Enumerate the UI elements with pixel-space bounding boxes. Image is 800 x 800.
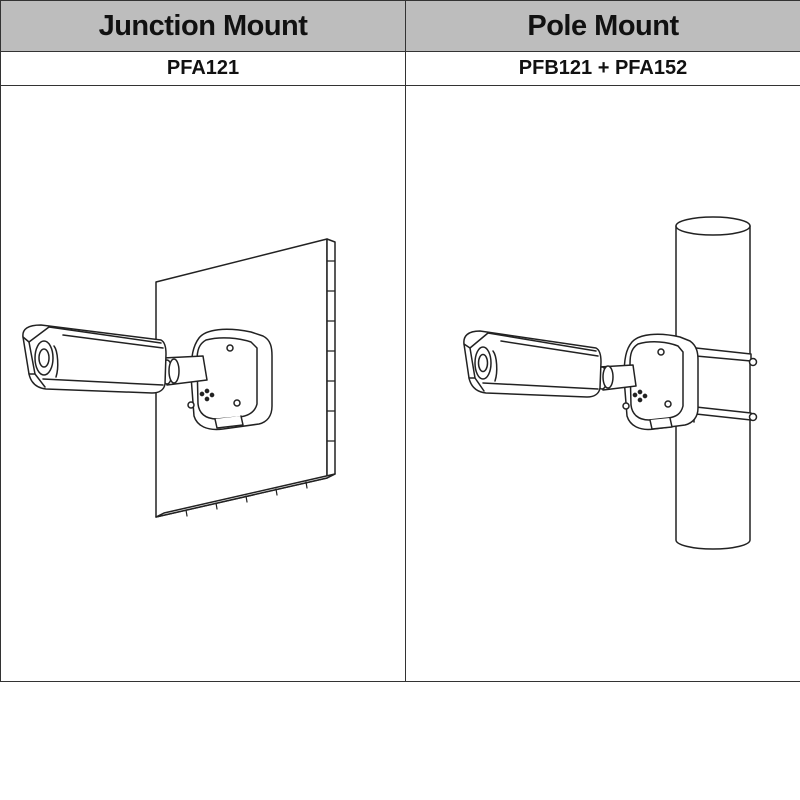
mount-arm [596,364,637,391]
mount-table: Junction Mount Pole Mount PFA121 PFB121 … [0,0,800,682]
junction-mount-cell [0,86,405,681]
pole-mount-cell [405,86,800,681]
bullet-camera [22,324,167,394]
mount-arm [161,355,208,386]
pole-mount-model: PFB121 + PFA152 [405,52,800,85]
junction-box [622,333,699,431]
junction-mount-title: Junction Mount [0,1,405,51]
illustration-row [0,86,800,682]
header-row: Junction Mount Pole Mount [0,0,800,52]
junction-mount-model: PFA121 [0,52,405,85]
pole-mount-title: Pole Mount [405,1,800,51]
pole-mount-illustration [463,216,758,550]
pole [675,216,751,550]
model-row: PFA121 PFB121 + PFA152 [0,52,800,86]
junction-mount-illustration [22,238,336,518]
bullet-camera [463,330,602,398]
